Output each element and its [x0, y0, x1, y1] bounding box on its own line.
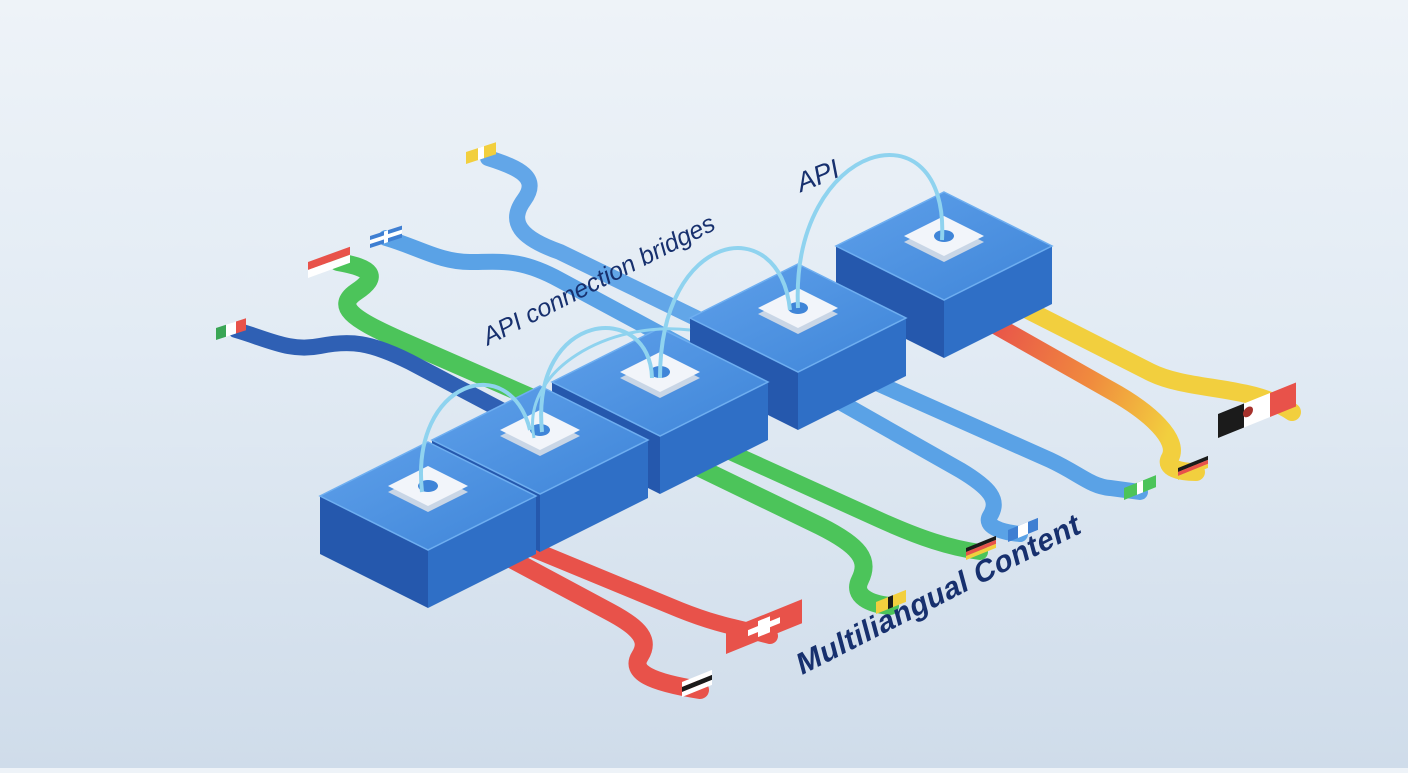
bridge-arc	[531, 327, 691, 439]
incoming-flags	[216, 142, 496, 340]
stream-navy-left	[228, 322, 528, 428]
box-right-face	[798, 318, 906, 430]
stream-red-node1	[489, 543, 709, 699]
stream-green-node3a	[691, 459, 899, 615]
node-4	[688, 263, 908, 430]
box-right-face	[540, 440, 648, 552]
outgoing-streams	[489, 295, 1301, 699]
node-1	[318, 441, 538, 608]
box-left-face	[836, 246, 944, 358]
flag-germany-icon	[966, 535, 996, 560]
flag-blue-icon	[1008, 517, 1038, 542]
node-5	[834, 191, 1054, 358]
bridge-arcs	[419, 152, 945, 493]
box-right-face	[944, 246, 1052, 358]
flag-red-white-icon	[1218, 382, 1296, 438]
incoming-streams	[228, 150, 708, 428]
stream-green-mid	[329, 253, 569, 419]
node-boxes	[318, 191, 1054, 608]
outgoing-flags	[682, 382, 1296, 697]
flag-green-icon	[1124, 475, 1156, 500]
stream-yellow-top	[480, 150, 708, 328]
flag-swiss-icon	[726, 599, 802, 654]
box-right-face	[660, 382, 768, 494]
flag-yellow-icon	[466, 142, 496, 164]
stream-blue-node4a	[832, 394, 1028, 542]
flag-italy-icon	[216, 318, 246, 340]
stream-blue-node4b	[862, 372, 1148, 500]
flag-germany-icon	[1178, 455, 1208, 480]
flag-red-white-icon	[308, 246, 350, 278]
box-left-face	[320, 496, 428, 608]
box-right-face	[428, 496, 536, 608]
stream-blue-upper	[378, 230, 698, 358]
flag-yellow-icon	[876, 589, 906, 614]
bridge-arc	[658, 246, 792, 379]
flag-germany-icon	[682, 669, 712, 697]
bridge-arc	[539, 326, 654, 433]
flag-blue-white-icon	[370, 225, 402, 248]
bridge-arc	[419, 382, 532, 493]
bridge-arc	[795, 152, 945, 309]
